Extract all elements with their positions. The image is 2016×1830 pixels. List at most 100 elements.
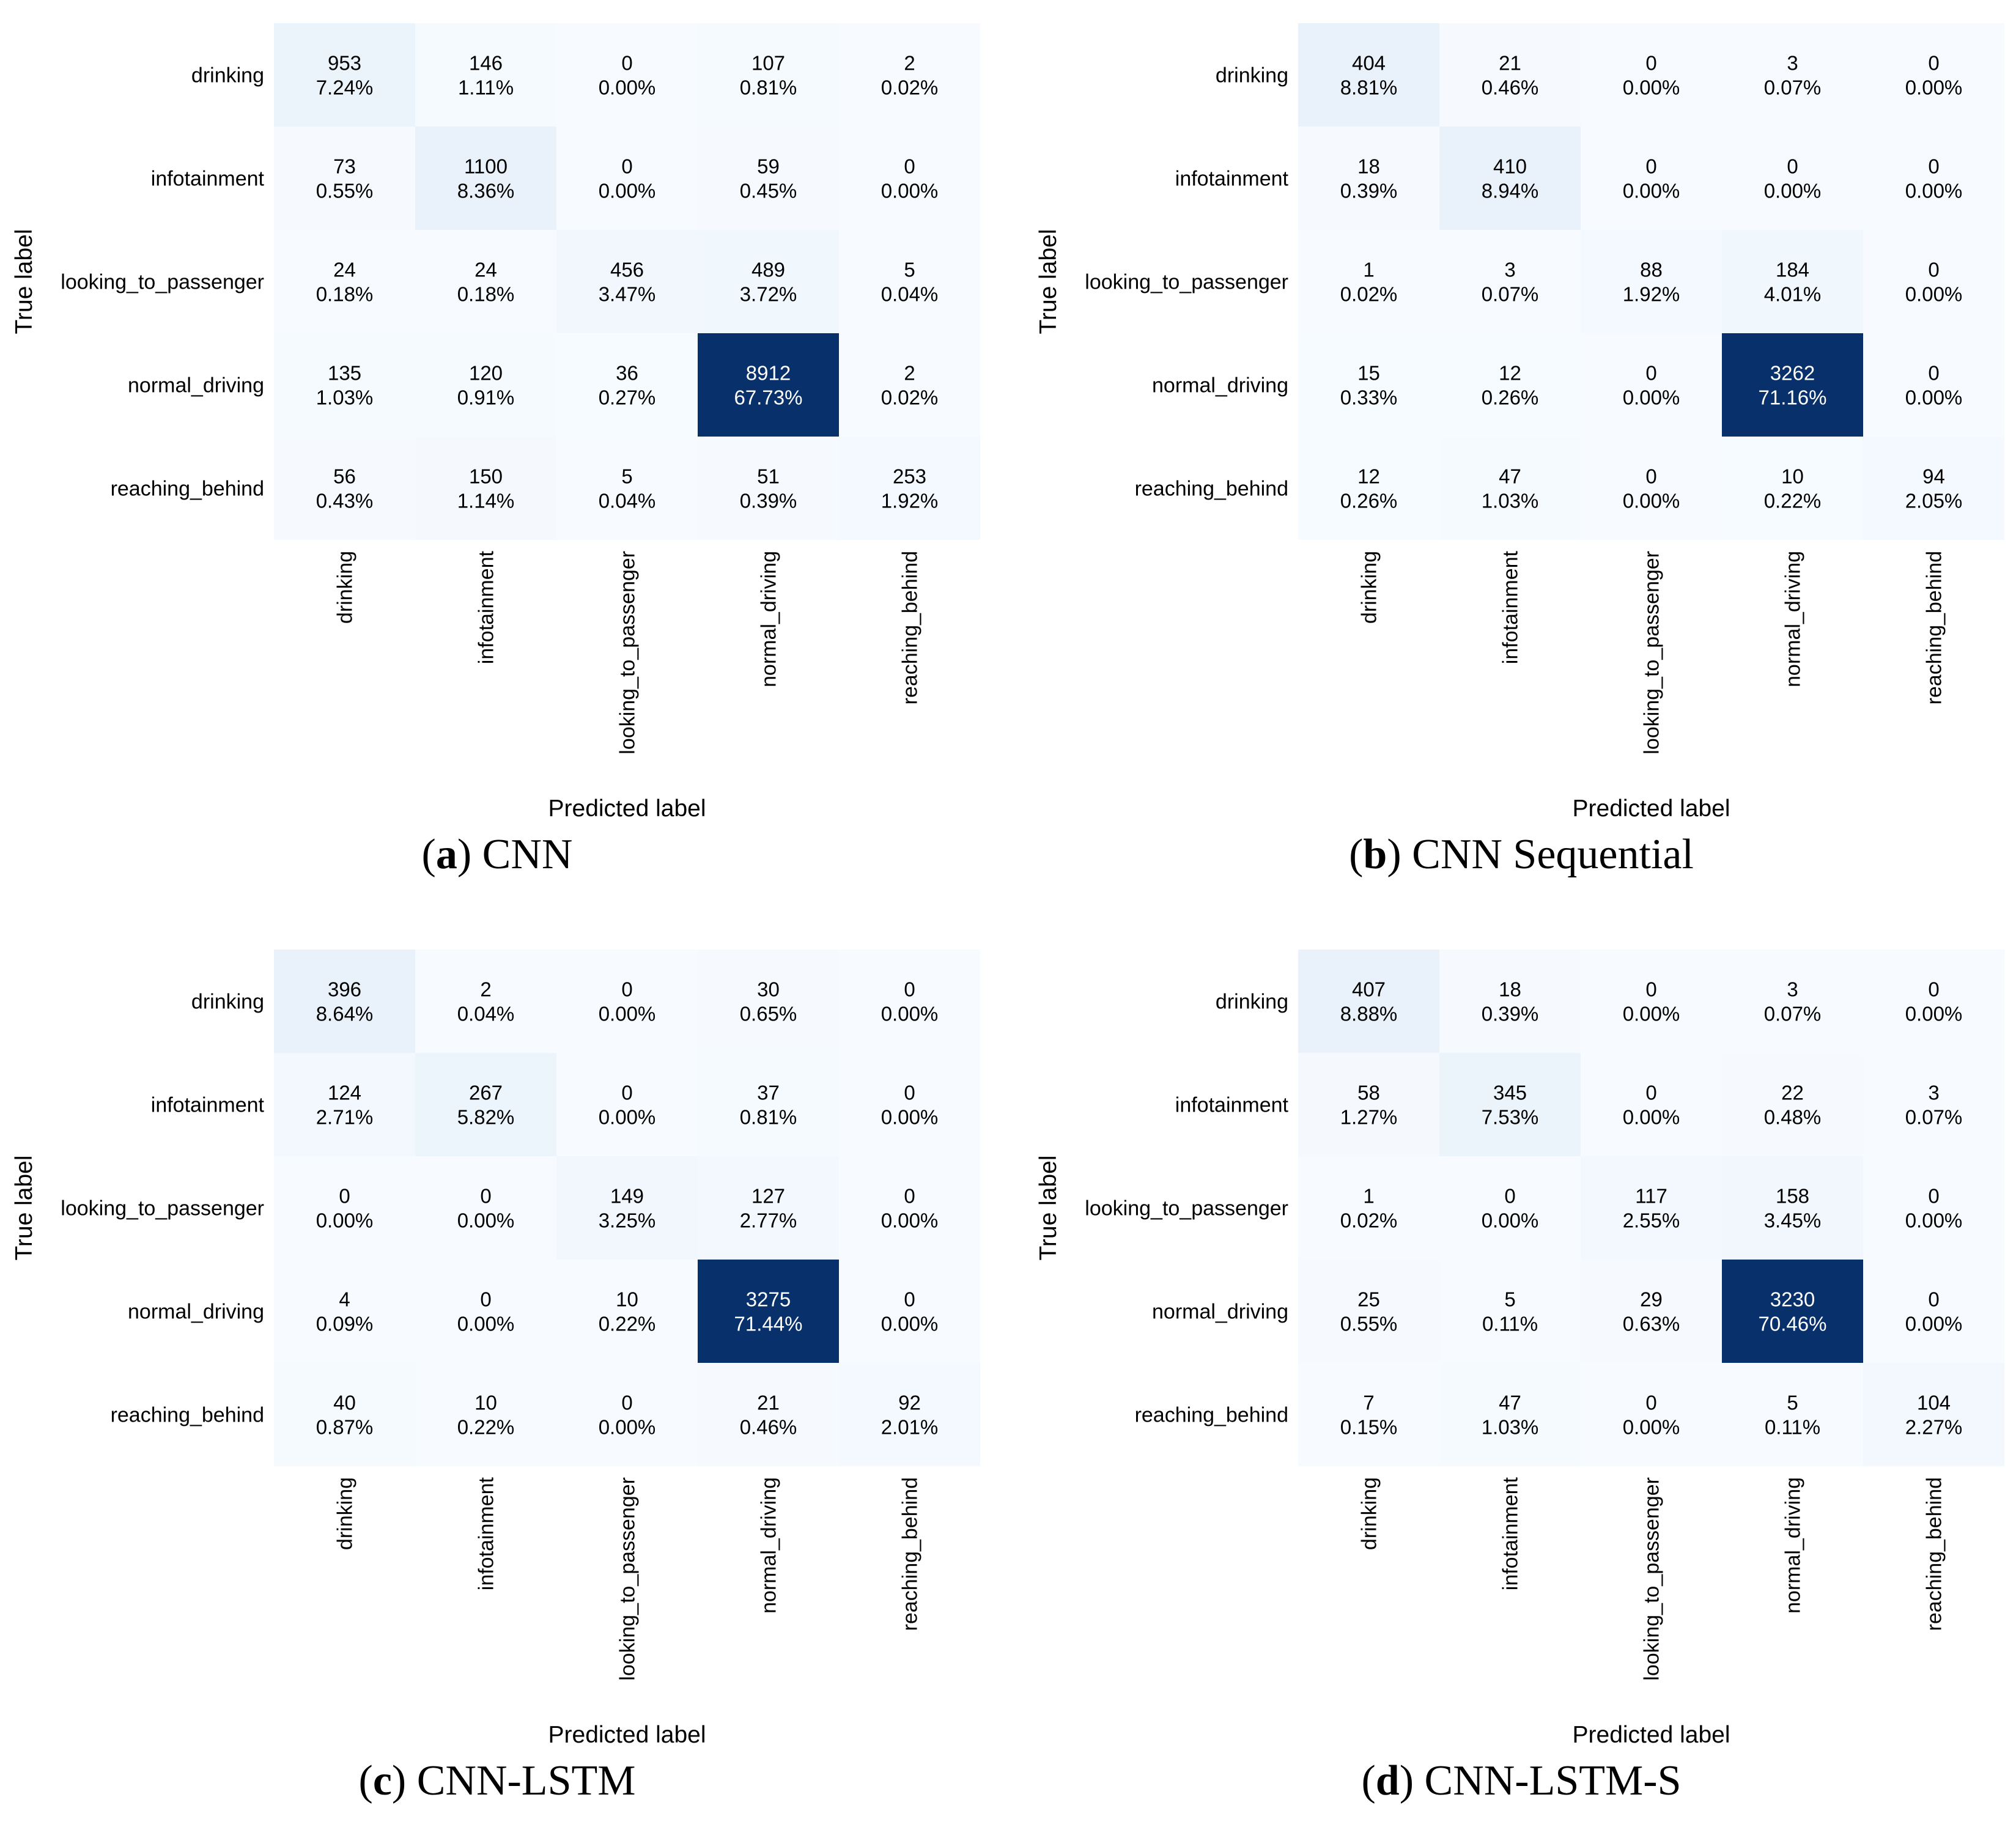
heatmap-cell <box>1863 333 2004 437</box>
heatmap-cell <box>1298 23 1439 127</box>
cell-percent-label: 4.01% <box>1764 283 1822 306</box>
cell-count-label: 410 <box>1493 155 1527 178</box>
heatmap-cell <box>274 333 415 437</box>
heatmap-cell <box>415 950 556 1053</box>
cell-count-label: 267 <box>469 1082 503 1104</box>
heatmap-cell <box>556 950 698 1053</box>
heatmap-cell <box>1863 230 2004 333</box>
cell-count-label: 10 <box>474 1392 497 1414</box>
x-tick-label: reaching_behind <box>899 551 922 704</box>
cell-count-label: 0 <box>1645 362 1656 385</box>
cell-percent-label: 0.00% <box>599 1106 656 1129</box>
cell-count-label: 2 <box>904 52 915 75</box>
confusion-matrix-panel-c: 3968.64%20.04%00.00%300.65%00.00%1242.71… <box>11 950 980 1804</box>
cell-percent-label: 0.02% <box>881 76 939 99</box>
heatmap-cell <box>1722 1363 1863 1466</box>
cell-count-label: 47 <box>1499 1392 1521 1414</box>
heatmap-cell <box>1298 950 1439 1053</box>
cell-count-label: 58 <box>1357 1082 1380 1104</box>
cell-percent-label: 0.22% <box>457 1416 515 1439</box>
cell-count-label: 0 <box>1645 1082 1656 1104</box>
heatmap-cell <box>274 1363 415 1466</box>
heatmap-cell <box>1581 127 1722 230</box>
cell-count-label: 0 <box>621 978 632 1001</box>
heatmap-cell <box>274 1156 415 1260</box>
heatmap-cell <box>556 23 698 127</box>
heatmap-cell <box>1298 437 1439 540</box>
cell-percent-label: 0.00% <box>881 1003 939 1025</box>
y-tick-label: reaching_behind <box>1135 1404 1288 1427</box>
cell-percent-label: 1.92% <box>881 490 939 512</box>
cell-count-label: 30 <box>757 978 780 1001</box>
cell-percent-label: 0.11% <box>1765 1416 1820 1439</box>
cell-count-label: 2 <box>480 978 491 1001</box>
y-tick-label: looking_to_passenger <box>1085 1197 1288 1220</box>
cell-percent-label: 0.00% <box>1905 283 1963 306</box>
cell-percent-label: 0.00% <box>1905 1003 1963 1025</box>
heatmap-cell <box>1863 437 2004 540</box>
x-axis-title: Predicted label <box>1573 795 1730 822</box>
cell-count-label: 3230 <box>1770 1288 1815 1311</box>
y-tick-label: infotainment <box>1175 1094 1289 1117</box>
cell-count-label: 396 <box>328 978 361 1001</box>
cell-percent-label: 0.00% <box>599 1003 656 1025</box>
heatmap-cell <box>274 950 415 1053</box>
cell-count-label: 345 <box>1493 1082 1527 1104</box>
heatmap-cell <box>1863 23 2004 127</box>
cell-percent-label: 0.00% <box>1764 180 1822 202</box>
cell-count-label: 107 <box>751 52 785 75</box>
cell-percent-label: 0.11% <box>1482 1313 1538 1335</box>
heatmap-cell <box>698 333 839 437</box>
cell-percent-label: 0.00% <box>1905 180 1963 202</box>
cell-count-label: 0 <box>339 1185 350 1208</box>
subfigure-caption: (c) CNN-LSTM <box>359 1757 636 1804</box>
cell-percent-label: 1.11% <box>458 76 514 99</box>
cell-count-label: 2 <box>904 362 915 385</box>
cell-percent-label: 0.00% <box>599 180 656 202</box>
cell-percent-label: 5.82% <box>457 1106 515 1129</box>
cell-count-label: 8912 <box>746 362 791 385</box>
heatmap-cell <box>698 437 839 540</box>
heatmap-cell <box>839 127 980 230</box>
heatmap-cell <box>839 230 980 333</box>
cell-count-label: 0 <box>1787 155 1798 178</box>
cell-count-label: 149 <box>610 1185 644 1208</box>
cell-percent-label: 0.00% <box>1623 76 1680 99</box>
cell-percent-label: 0.00% <box>599 1416 656 1439</box>
cell-count-label: 1100 <box>464 155 508 178</box>
heatmap-cell <box>1298 230 1439 333</box>
y-tick-label: reaching_behind <box>111 1404 264 1427</box>
cell-percent-label: 1.14% <box>457 490 515 512</box>
heatmap-cell <box>839 23 980 127</box>
cell-count-label: 92 <box>898 1392 921 1414</box>
cell-percent-label: 1.03% <box>316 386 374 409</box>
cell-percent-label: 0.00% <box>881 180 939 202</box>
heatmap-cell <box>1581 1053 1722 1156</box>
cell-count-label: 0 <box>1645 1392 1656 1414</box>
cell-count-label: 59 <box>757 155 780 178</box>
cell-percent-label: 0.07% <box>1482 283 1539 306</box>
heatmap-cell <box>698 1053 839 1156</box>
heatmap-cell <box>839 1363 980 1466</box>
cell-count-label: 24 <box>474 259 497 281</box>
cell-percent-label: 1.03% <box>1482 490 1539 512</box>
cell-count-label: 0 <box>1645 52 1656 75</box>
cell-percent-label: 0.39% <box>740 490 797 512</box>
heatmap-cell <box>274 23 415 127</box>
cell-percent-label: 0.02% <box>1340 1209 1398 1232</box>
cell-percent-label: 2.71% <box>316 1106 374 1129</box>
cell-percent-label: 0.00% <box>457 1209 515 1232</box>
cell-percent-label: 0.00% <box>1623 1416 1680 1439</box>
cell-count-label: 4 <box>339 1288 350 1311</box>
y-tick-label: normal_driving <box>1152 1301 1288 1324</box>
cell-percent-label: 0.00% <box>316 1209 374 1232</box>
cell-count-label: 404 <box>1352 52 1386 75</box>
cell-percent-label: 8.64% <box>316 1003 374 1025</box>
cell-count-label: 0 <box>621 1392 632 1414</box>
heatmap-cell <box>1722 1156 1863 1260</box>
heatmap-cell <box>1298 127 1439 230</box>
cell-percent-label: 0.00% <box>457 1313 515 1335</box>
cell-count-label: 0 <box>1504 1185 1515 1208</box>
cell-percent-label: 0.07% <box>1764 76 1822 99</box>
